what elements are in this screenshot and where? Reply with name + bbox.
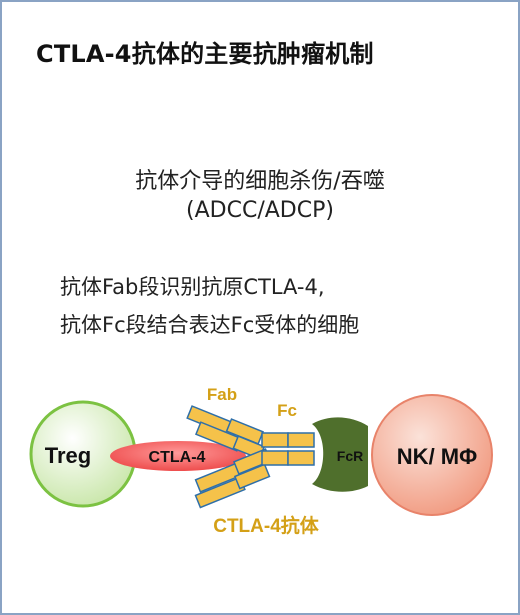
- fab-label: Fab: [207, 385, 237, 404]
- antibody-label: CTLA-4抗体: [213, 514, 320, 537]
- effector-cell: [371, 394, 493, 516]
- description-line-2: 抗体Fc段结合表达Fc受体的细胞: [60, 313, 360, 337]
- fc-label: Fc: [277, 401, 297, 420]
- antibody-fc: [261, 432, 315, 466]
- mechanism-line-2: (ADCC/ADCP): [186, 198, 334, 223]
- mechanism-line-1: 抗体介导的细胞杀伤/吞噬: [135, 169, 385, 194]
- ctla4-antigen: [110, 441, 246, 471]
- treg-label: Treg: [45, 443, 91, 468]
- fc-receptor: [312, 417, 368, 492]
- ctla4-label: CTLA-4: [149, 449, 206, 466]
- fcr-label: FcR: [337, 448, 363, 464]
- description-line-1: 抗体Fab段识别抗原CTLA-4,: [60, 275, 325, 299]
- page-title: CTLA-4抗体的主要抗肿瘤机制: [36, 40, 374, 68]
- effector-label: NK/ MΦ: [397, 444, 477, 469]
